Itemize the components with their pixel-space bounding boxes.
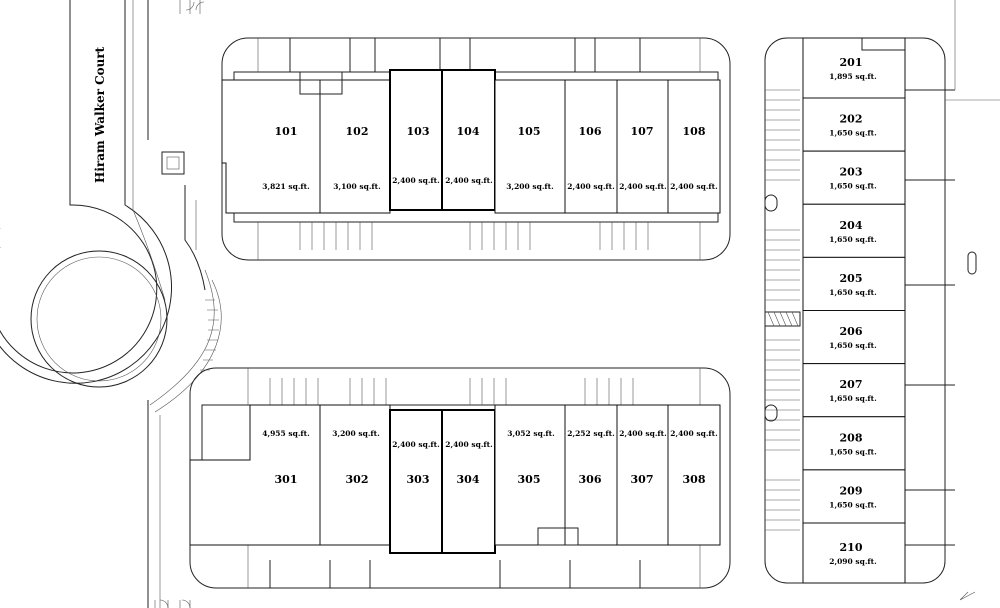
unit-206-number: 206 xyxy=(840,325,863,338)
unit-105-number: 105 xyxy=(518,125,541,138)
unit-205[interactable] xyxy=(802,256,906,311)
unit-302[interactable] xyxy=(319,404,391,546)
unit-308-number: 308 xyxy=(683,473,706,486)
unit-102-area: 3,100 sq.ft. xyxy=(333,182,380,191)
unit-101[interactable] xyxy=(221,79,321,214)
building-100 xyxy=(221,69,721,214)
unit-108-area: 2,400 sq.ft. xyxy=(670,182,717,191)
unit-209-area: 1,650 sq.ft. xyxy=(829,500,876,509)
unit-210-area: 2,090 sq.ft. xyxy=(829,557,876,566)
unit-202-area: 1,650 sq.ft. xyxy=(829,129,876,138)
unit-305[interactable] xyxy=(494,404,566,546)
unit-labels: 101 3,821 sq.ft. 102 3,100 sq.ft. 103 2,… xyxy=(262,125,717,486)
unit-208-number: 208 xyxy=(840,431,863,444)
unit-103-area: 2,400 sq.ft. xyxy=(392,176,439,185)
unit-303-area: 2,400 sq.ft. xyxy=(392,440,439,449)
unit-107[interactable] xyxy=(616,79,669,214)
unit-106-area: 2,400 sq.ft. xyxy=(567,182,614,191)
unit-302-area: 3,200 sq.ft. xyxy=(332,429,379,438)
unit-301-area: 4,955 sq.ft. xyxy=(262,429,309,438)
unit-304-number: 304 xyxy=(457,473,480,486)
unit-305-number: 305 xyxy=(518,473,541,486)
unit-307[interactable] xyxy=(616,404,669,546)
unit-107-number: 107 xyxy=(631,125,654,138)
unit-104-number: 104 xyxy=(457,125,480,138)
unit-202-number: 202 xyxy=(840,113,863,126)
unit-209[interactable] xyxy=(802,469,906,524)
unit-104-area: 2,400 sq.ft. xyxy=(445,176,492,185)
unit-201-area: 1,895 sq.ft. xyxy=(829,72,876,81)
unit-203[interactable] xyxy=(802,150,906,205)
unit-203-number: 203 xyxy=(840,166,863,179)
building-200 xyxy=(802,37,906,584)
cul-de-sac: Hiram Walker Court xyxy=(0,0,222,608)
unit-301[interactable] xyxy=(189,404,321,546)
unit-101-number: 101 xyxy=(275,125,298,138)
unit-207-number: 207 xyxy=(840,378,863,391)
unit-202[interactable] xyxy=(802,97,906,152)
unit-203-area: 1,650 sq.ft. xyxy=(829,182,876,191)
building-200-labels: 201 1,895 sq.ft. 202 1,650 sq.ft. 203 1,650 s… xyxy=(829,56,876,566)
unit-208[interactable] xyxy=(802,416,906,471)
unit-210-number: 210 xyxy=(840,541,863,554)
unit-205-area: 1,650 sq.ft. xyxy=(829,288,876,297)
street-name: Hiram Walker Court xyxy=(93,46,107,183)
unit-105-area: 3,200 sq.ft. xyxy=(506,182,553,191)
unit-106[interactable] xyxy=(564,79,618,214)
unit-207-area: 1,650 sq.ft. xyxy=(829,394,876,403)
unit-104[interactable] xyxy=(441,69,496,211)
unit-305-area: 3,052 sq.ft. xyxy=(507,429,554,438)
unit-108-number: 108 xyxy=(683,125,706,138)
unit-210[interactable] xyxy=(802,522,906,584)
unit-204-number: 204 xyxy=(840,219,863,232)
unit-307-area: 2,400 sq.ft. xyxy=(619,429,666,438)
unit-103-number: 103 xyxy=(407,125,430,138)
unit-205-number: 205 xyxy=(840,272,863,285)
unit-103[interactable] xyxy=(389,69,443,211)
unit-302-number: 302 xyxy=(346,473,369,486)
unit-207[interactable] xyxy=(802,363,906,418)
unit-101-area: 3,821 sq.ft. xyxy=(262,182,309,191)
unit-209-number: 209 xyxy=(840,484,863,497)
unit-304-area: 2,400 sq.ft. xyxy=(445,440,492,449)
unit-204[interactable] xyxy=(802,203,906,258)
unit-107-area: 2,400 sq.ft. xyxy=(619,182,666,191)
unit-303[interactable] xyxy=(389,409,443,554)
unit-201-number: 201 xyxy=(840,56,863,69)
unit-105[interactable] xyxy=(494,79,566,214)
unit-301-number: 301 xyxy=(275,473,298,486)
unit-206-area: 1,650 sq.ft. xyxy=(829,341,876,350)
unit-308-area: 2,400 sq.ft. xyxy=(670,429,717,438)
unit-206[interactable] xyxy=(802,310,906,365)
unit-102-number: 102 xyxy=(346,125,369,138)
unit-306-area: 2,252 sq.ft. xyxy=(567,429,614,438)
unit-108[interactable] xyxy=(667,79,721,214)
unit-308[interactable] xyxy=(667,404,721,546)
unit-204-area: 1,650 sq.ft. xyxy=(829,235,876,244)
unit-208-area: 1,650 sq.ft. xyxy=(829,447,876,456)
unit-303-number: 303 xyxy=(407,473,430,486)
unit-307-number: 307 xyxy=(631,473,654,486)
unit-201-entry xyxy=(861,38,905,51)
unit-102[interactable] xyxy=(319,79,391,214)
unit-306-number: 306 xyxy=(579,473,602,486)
building-300 xyxy=(189,404,721,554)
unit-106-number: 106 xyxy=(579,125,602,138)
